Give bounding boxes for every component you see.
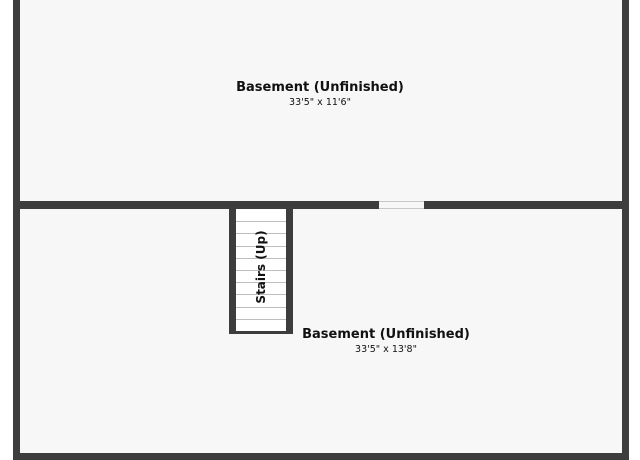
room-name: Basement (Unfinished) xyxy=(236,80,404,95)
stairs xyxy=(236,209,286,331)
stair-tread xyxy=(236,294,286,295)
stair-tread xyxy=(236,319,286,320)
stair-tread xyxy=(236,282,286,283)
basement-upper-room xyxy=(20,0,622,201)
stair-tread xyxy=(236,246,286,247)
basement-lower-room xyxy=(20,209,622,453)
stairs-bottom-wall xyxy=(229,331,293,334)
stair-tread xyxy=(236,221,286,222)
stair-tread xyxy=(236,307,286,308)
doorway-opening xyxy=(379,201,424,209)
bottom-wall xyxy=(13,453,629,460)
stairs-left-wall xyxy=(229,205,236,333)
room-dimensions: 33'5" x 11'6" xyxy=(289,97,351,108)
room-label-lower: Basement (Unfinished) 33'5" x 13'8" xyxy=(286,327,486,357)
right-wall xyxy=(622,0,629,460)
stair-tread xyxy=(236,270,286,271)
room-dimensions: 33'5" x 13'8" xyxy=(355,344,417,355)
stairs-label: Stairs (Up) xyxy=(254,230,268,304)
stair-tread xyxy=(236,233,286,234)
divider-wall xyxy=(13,201,629,209)
left-wall xyxy=(13,0,20,460)
stairs-right-wall xyxy=(286,205,293,333)
room-name: Basement (Unfinished) xyxy=(302,327,470,342)
stair-tread xyxy=(236,258,286,259)
room-label-upper: Basement (Unfinished) 33'5" x 11'6" xyxy=(220,80,420,110)
